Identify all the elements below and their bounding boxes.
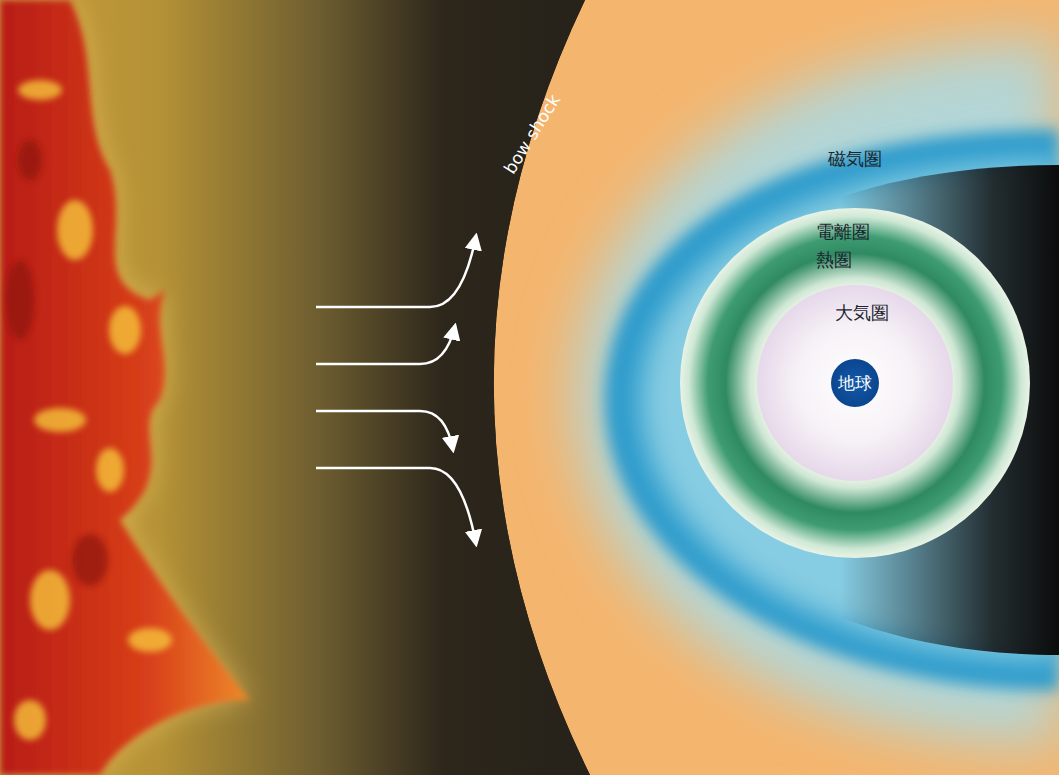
earth-circle: 地球 — [831, 359, 879, 407]
bow-shock-region — [494, 0, 1059, 775]
atmosphere-circle: 大気圏地球 — [757, 285, 953, 481]
magnetopause — [605, 130, 1059, 690]
solar-wind-arrows — [316, 236, 476, 544]
magnetosphere-band: 磁気圏電離圏熱圏大気圏地球 — [600, 130, 1059, 690]
layer-name: 磁気圏 — [828, 148, 882, 170]
sun — [0, 0, 250, 775]
layer-name: 地球 — [838, 373, 872, 393]
layer-name: 熱圏 — [816, 249, 852, 271]
layer-name: 電離圏 — [816, 221, 870, 243]
layer-name: 大気圏 — [835, 302, 889, 324]
ionosphere-ring: 電離圏熱圏大気圏地球 — [680, 208, 1030, 558]
